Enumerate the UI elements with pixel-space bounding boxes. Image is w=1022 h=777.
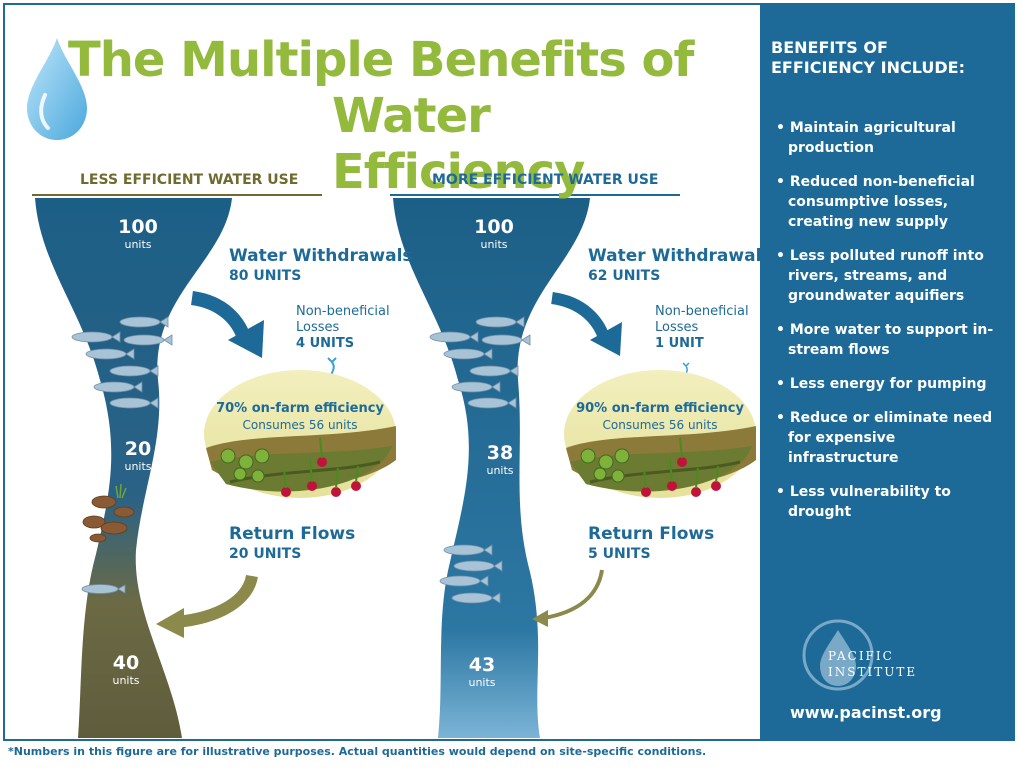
org-name: PACIFIC INSTITUTE — [828, 648, 917, 680]
page-title: The Multiple Benefits of Water Efficienc… — [68, 32, 748, 200]
less-efficiency-title: 70% on-farm efficiency — [216, 401, 384, 416]
less-heading-rule — [32, 194, 322, 196]
benefit-item: Less polluted runoff into rivers, stream… — [774, 246, 1006, 306]
less-return-value: 20 UNITS — [229, 546, 302, 562]
benefit-item: Maintain agricultural production — [774, 118, 1006, 158]
more-efficiency-sub: Consumes 56 units — [602, 418, 718, 432]
benefits-title-line2: EFFICIENCY INCLUDE: — [771, 58, 965, 77]
benefit-item: Reduce or eliminate need for expensive i… — [774, 408, 1006, 468]
more-withdrawals-title: Water Withdrawals — [588, 246, 772, 266]
less-top-unit: units — [124, 238, 152, 251]
withdrawal-arrow-less-icon — [190, 291, 264, 358]
less-top-value: 100 — [118, 216, 158, 238]
more-mid-value: 38 — [486, 442, 514, 464]
benefit-item: Reduced non-beneficial consumptive losse… — [774, 172, 1006, 232]
more-losses-line2: Losses — [655, 320, 699, 335]
fish-school-more-icon — [429, 316, 531, 604]
title-line-1: The Multiple Benefits of — [68, 32, 694, 88]
less-mid-unit: units — [124, 460, 152, 473]
more-losses-value: 1 UNIT — [655, 336, 704, 351]
less-losses-line1: Non-beneficial — [296, 304, 390, 319]
more-bottom-unit: units — [468, 676, 496, 689]
more-top-value: 100 — [474, 216, 514, 238]
more-efficient-heading: MORE EFFICIENT WATER USE — [432, 172, 659, 188]
benefits-list: Maintain agricultural production Reduced… — [774, 118, 1006, 536]
rocks-icon — [82, 483, 135, 543]
benefit-item: More water to support in-stream flows — [774, 320, 1006, 360]
org-name-line2: INSTITUTE — [828, 665, 918, 679]
less-efficient-heading: LESS EFFICIENT WATER USE — [80, 172, 299, 188]
less-losses-line2: Losses — [296, 320, 340, 335]
more-efficiency-title: 90% on-farm efficiency — [576, 401, 744, 416]
less-losses-value: 4 UNITS — [296, 336, 355, 351]
less-withdrawals-title: Water Withdrawals — [229, 246, 413, 266]
pacific-institute-logo — [802, 619, 874, 691]
less-efficiency-sub: Consumes 56 units — [242, 418, 358, 432]
less-bottom-unit: units — [112, 674, 140, 687]
less-mid-value: 20 — [124, 438, 152, 460]
fish-school-less-icon — [71, 316, 173, 594]
less-withdrawals-value: 80 UNITS — [229, 268, 302, 284]
org-name-line1: PACIFIC — [828, 649, 894, 663]
less-losses-label: Non-beneficial Losses 4 UNITS — [296, 304, 390, 352]
less-bottom-value: 40 — [112, 652, 140, 674]
more-losses-line1: Non-beneficial — [655, 304, 749, 319]
return-arrow-less-icon — [156, 574, 258, 638]
org-url-link[interactable]: www.pacinst.org — [790, 703, 942, 722]
more-bottom-value: 43 — [468, 654, 496, 676]
more-heading-rule — [390, 194, 680, 196]
water-drop-icon — [27, 38, 87, 140]
benefits-title-line1: BENEFITS OF — [771, 38, 888, 57]
more-return-value: 5 UNITS — [588, 546, 651, 562]
more-return-title: Return Flows — [588, 524, 715, 544]
less-return-title: Return Flows — [229, 524, 356, 544]
footnote: *Numbers in this figure are for illustra… — [8, 745, 707, 758]
return-arrow-more-icon — [532, 569, 604, 627]
more-withdrawals-value: 62 UNITS — [588, 268, 661, 284]
farm-field-less — [204, 370, 396, 498]
benefit-item: Less energy for pumping — [774, 374, 1006, 394]
benefit-item: Less vulnerability to drought — [774, 482, 1006, 522]
page-border — [3, 3, 1015, 741]
withdrawal-arrow-more-icon — [550, 292, 622, 356]
more-top-unit: units — [480, 238, 508, 251]
more-mid-unit: units — [486, 464, 514, 477]
farm-field-more — [564, 370, 756, 498]
benefits-title: BENEFITS OF EFFICIENCY INCLUDE: — [771, 38, 1006, 78]
more-losses-label: Non-beneficial Losses 1 UNIT — [655, 304, 749, 352]
title-line-2: Water Efficiency — [332, 88, 585, 201]
